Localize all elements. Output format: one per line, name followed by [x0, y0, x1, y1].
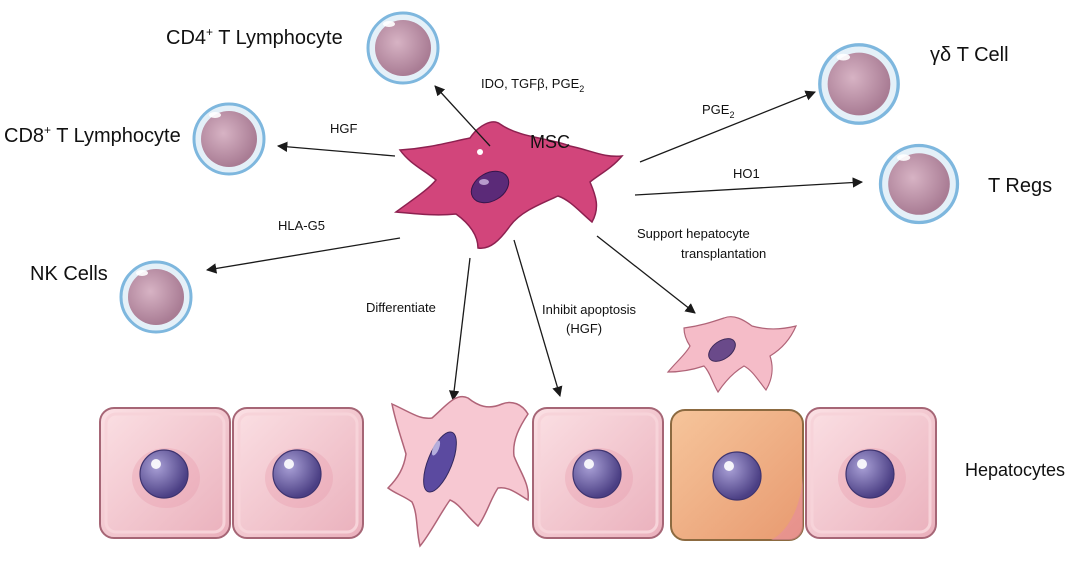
to-treg-label: HO1 — [733, 166, 760, 181]
arrow-apoptosis — [513, 239, 563, 397]
to-cd4-label: IDO, TGFβ, PGE2 — [481, 76, 584, 94]
gd-label: γδ T Cell — [930, 44, 1009, 66]
nk-cell — [119, 260, 193, 334]
cd8-label: CD8+ T Lymphocyte — [4, 123, 181, 147]
apoptosis-label-line1: Inhibit apoptosis — [542, 302, 636, 317]
msc-cell — [393, 121, 624, 249]
arrow-to-nk — [205, 237, 401, 274]
nk-label: NK Cells — [30, 263, 108, 285]
msc-label: MSC — [530, 132, 570, 152]
differentiate-label: Differentiate — [366, 300, 436, 315]
hepatocyte-5 — [804, 406, 938, 540]
to-cd8-label: HGF — [330, 121, 358, 136]
arrow-to-cd4 — [434, 85, 491, 147]
transplanted-msc-cell — [666, 316, 798, 394]
hepatocytes-label: Hepatocytes — [965, 460, 1065, 480]
transplant-label-line2: transplantation — [681, 246, 766, 261]
hepatocyte-2 — [231, 406, 365, 540]
treg-cell — [878, 143, 960, 225]
arrow-to-cd8 — [276, 141, 396, 157]
hepatocyte-3 — [531, 406, 665, 540]
arrow-to-gd — [639, 90, 816, 163]
differentiating-msc-cell — [386, 395, 529, 548]
cd8-lymphocyte-cell — [192, 102, 266, 176]
cd4-label: CD4+ T Lymphocyte — [166, 25, 343, 49]
to-nk-label: HLA-G5 — [278, 218, 325, 233]
apoptosis-label-line2: (HGF) — [566, 321, 602, 336]
transplant-label-line1: Support hepatocyte — [637, 226, 750, 241]
hepatocyte-4-highlighted — [670, 409, 804, 541]
arrow-differentiate — [448, 257, 471, 402]
arrow-transplant — [596, 235, 696, 314]
arrow-to-treg — [634, 177, 864, 196]
gamma-delta-t-cell — [818, 43, 900, 125]
treg-label: T Regs — [988, 175, 1052, 197]
cd4-lymphocyte-cell — [366, 11, 440, 85]
hepatocyte-1 — [98, 406, 232, 540]
to-gd-label: PGE2 — [702, 102, 734, 120]
